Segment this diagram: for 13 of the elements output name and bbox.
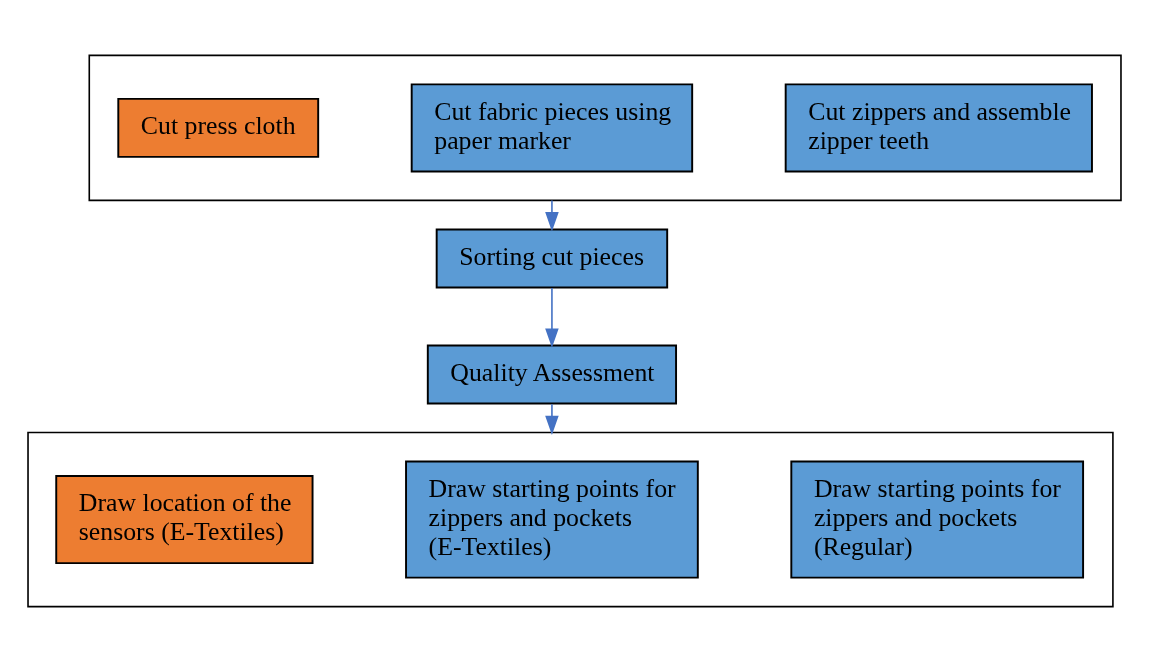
node-box: Cut zippers and assemble zipper teeth [784,82,1093,172]
node-box: Quality Assessment [426,344,678,404]
node-box: Cut fabric pieces using paper marker [410,82,694,172]
node-box: Sorting cut pieces [435,227,669,288]
arrow [545,402,559,435]
node-box: Draw location of the sensors (E-Textiles) [55,474,314,564]
cluster [27,431,1114,607]
node-box: Draw starting points for zippers and pockets (E-Textiles) [405,460,699,579]
arrow [545,286,559,348]
cluster [88,54,1122,201]
arrow [545,199,559,231]
node-box: Cut press cloth [117,97,320,158]
node-box: Draw starting points for zippers and pockets (Regular) [790,460,1085,579]
